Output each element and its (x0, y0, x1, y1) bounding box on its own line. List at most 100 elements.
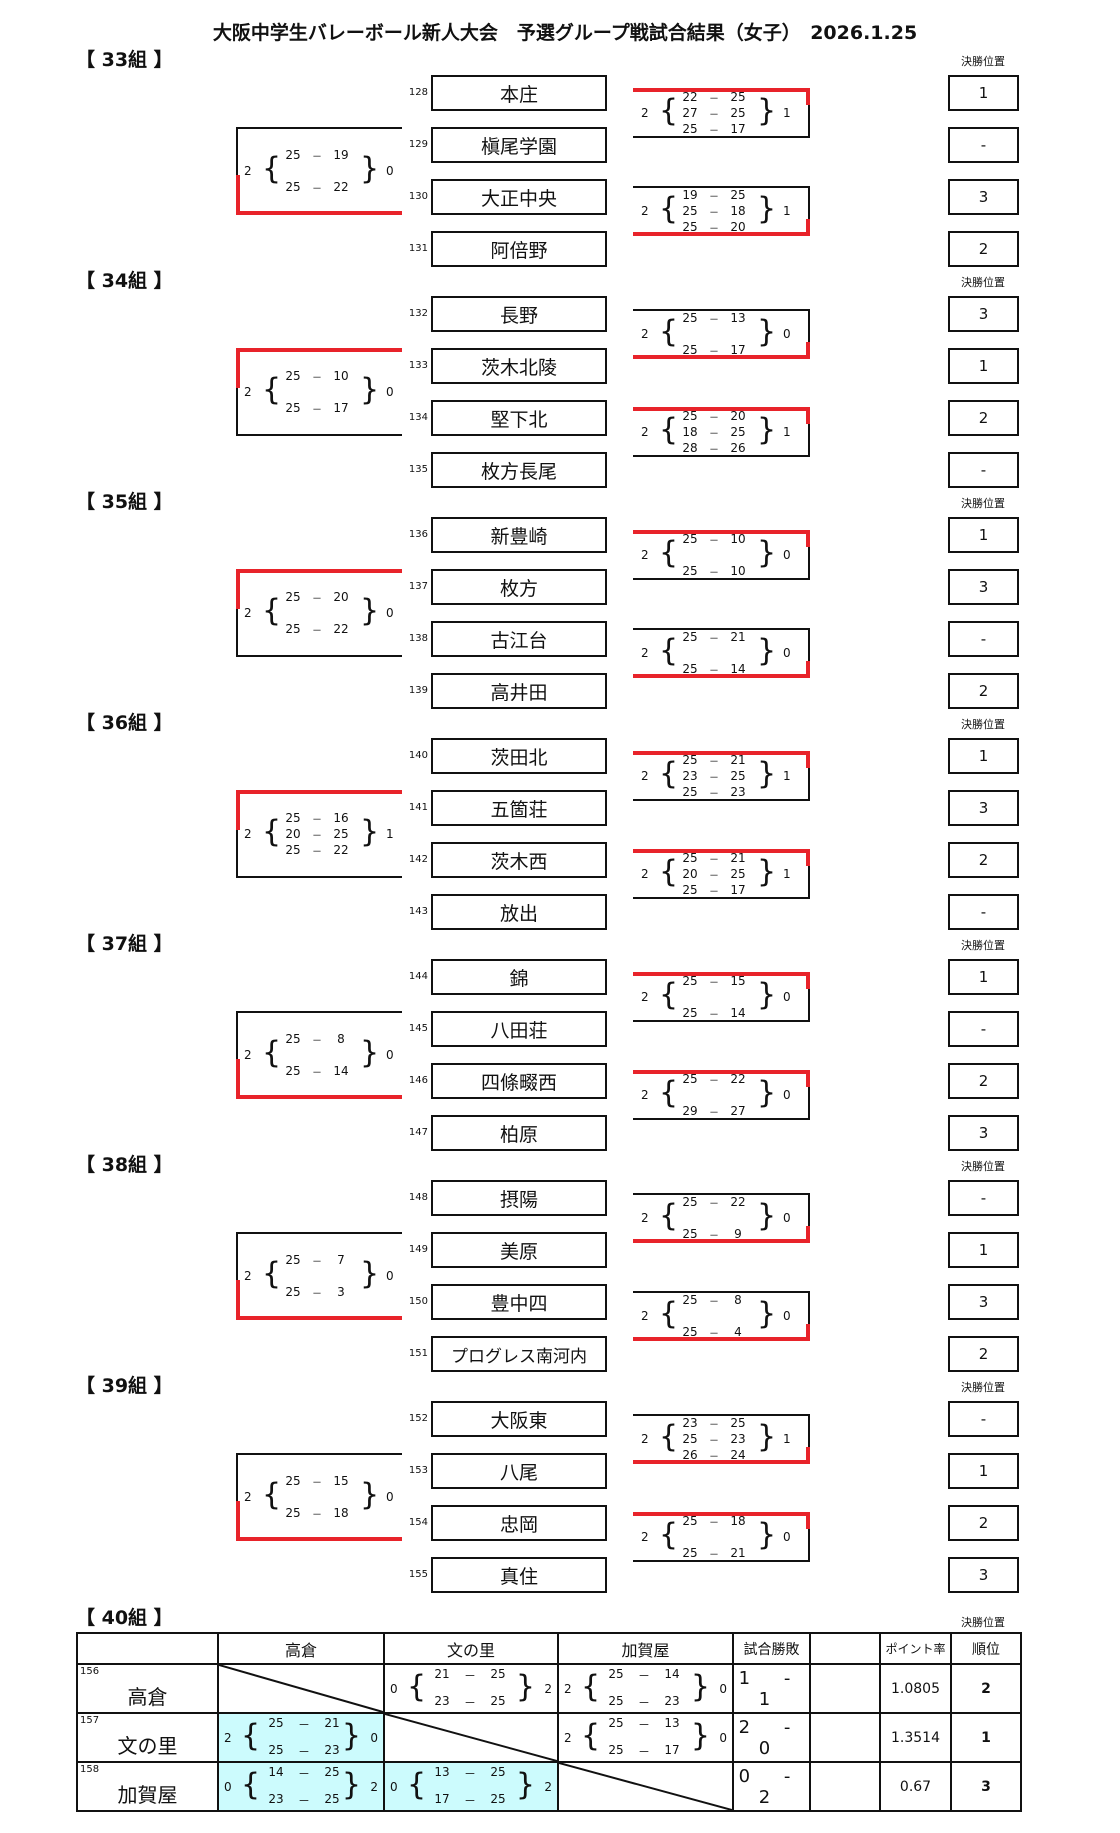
set-score-left: 25 (682, 1195, 698, 1209)
win-loss-cell: 0 - 2 (732, 1761, 811, 1812)
set-score: 23－25 (679, 1415, 749, 1431)
bracket-line-side (236, 609, 238, 657)
close-brace-icon: } (360, 814, 380, 850)
sets-won-right: 0 (386, 164, 394, 178)
set-score-left: 25 (682, 409, 698, 423)
bracket-line-bottom (633, 674, 810, 678)
bracket-line-winner (806, 1226, 810, 1243)
bracket-line-top (633, 1291, 810, 1293)
team-seed-number: 155 (408, 1569, 428, 1580)
team-name-box: 豊中四 (431, 1284, 607, 1320)
sets-won-left: 2 (641, 327, 649, 341)
close-brace-icon: } (341, 1767, 361, 1802)
dash-icon: － (312, 404, 322, 416)
team-seed-number: 132 (408, 308, 428, 319)
close-brace-icon: } (757, 412, 777, 448)
close-brace-icon: } (757, 93, 777, 129)
final-position-box: - (948, 127, 1019, 163)
bracket-line-side (236, 127, 238, 175)
dash-icon: － (709, 1451, 719, 1463)
set-score-right: 21 (730, 630, 746, 644)
open-brace-icon: { (659, 191, 679, 227)
set-score-left: 27 (682, 106, 698, 120)
set-score-right: 17 (333, 401, 349, 415)
bracket-line-winner (806, 88, 810, 105)
bracket-line-side (808, 989, 810, 1022)
set-score-right: 25 (490, 1792, 506, 1806)
set-score: 25－21 (679, 752, 749, 768)
team-seed-number: 138 (408, 633, 428, 644)
bracket-line-side (808, 547, 810, 580)
set-score: 23－25 (429, 1694, 519, 1711)
set-score: 25－21 (263, 1716, 353, 1733)
bracket-line-winner (806, 1447, 810, 1464)
team-name-box: 柏原 (431, 1115, 607, 1151)
team-name-box: 忠岡 (431, 1505, 607, 1541)
final-position-box: - (948, 452, 1019, 488)
set-score: 25－20 (282, 589, 352, 605)
final-position-box: - (948, 1401, 1019, 1437)
set-score-left: 14 (268, 1765, 284, 1779)
close-brace-icon: } (757, 1517, 777, 1553)
close-brace-icon: } (757, 1075, 777, 1111)
team-name-box: 長野 (431, 296, 607, 332)
dash-icon: － (709, 870, 719, 882)
open-brace-icon: { (262, 1477, 282, 1513)
set-score-right: 13 (730, 311, 746, 325)
bracket-line-bottom (236, 1316, 402, 1320)
team-seed-number: 140 (408, 750, 428, 761)
dash-icon: － (709, 109, 719, 121)
bracket-line-winner (236, 790, 240, 830)
open-brace-icon: { (241, 1767, 261, 1802)
self-match-cell (383, 1712, 559, 1763)
set-score-left: 25 (608, 1667, 624, 1681)
bracket-line-bottom (633, 1460, 810, 1464)
final-position-label: 決勝位置 (961, 276, 1005, 289)
set-score-right: 18 (333, 1506, 349, 1520)
set-score-left: 13 (434, 1765, 450, 1779)
sets-won-left: 2 (641, 1211, 649, 1225)
sets-won-left: 2 (564, 1681, 572, 1696)
bracket-line-winner (806, 751, 810, 768)
set-score: 25－3 (282, 1284, 352, 1300)
dash-icon: － (312, 1067, 322, 1079)
dash-icon: － (463, 1696, 476, 1710)
dash-icon: － (709, 1328, 719, 1340)
bracket-line-side (808, 1529, 810, 1562)
final-position-box: 2 (948, 673, 1019, 709)
team-name-box: 古江台 (431, 621, 607, 657)
set-score-right: 21 (730, 851, 746, 865)
sets-won-left: 2 (641, 1309, 649, 1323)
team-seed-number: 134 (408, 412, 428, 423)
set-score: 25－13 (603, 1716, 693, 1733)
team-name-box: プログレス南河内 (431, 1336, 607, 1372)
bracket-line-top (633, 88, 810, 92)
dash-icon: － (709, 886, 719, 898)
set-score-left: 26 (682, 1448, 698, 1462)
team-name-box: 四條畷西 (431, 1063, 607, 1099)
header-blank (809, 1632, 881, 1665)
team-seed-number: 156 (80, 1666, 100, 1677)
team-seed-number: 147 (408, 1127, 428, 1138)
team-seed-number: 136 (408, 529, 428, 540)
bracket-line-bottom (236, 876, 402, 878)
bracket-line-top (236, 790, 402, 794)
dash-icon: － (463, 1767, 476, 1781)
set-score-left: 25 (285, 1064, 301, 1078)
set-score-left: 21 (434, 1667, 450, 1681)
set-score: 25－10 (679, 563, 749, 579)
set-score-right: 17 (664, 1743, 680, 1757)
set-score-left: 18 (682, 425, 698, 439)
bracket-line-bottom (236, 434, 402, 436)
